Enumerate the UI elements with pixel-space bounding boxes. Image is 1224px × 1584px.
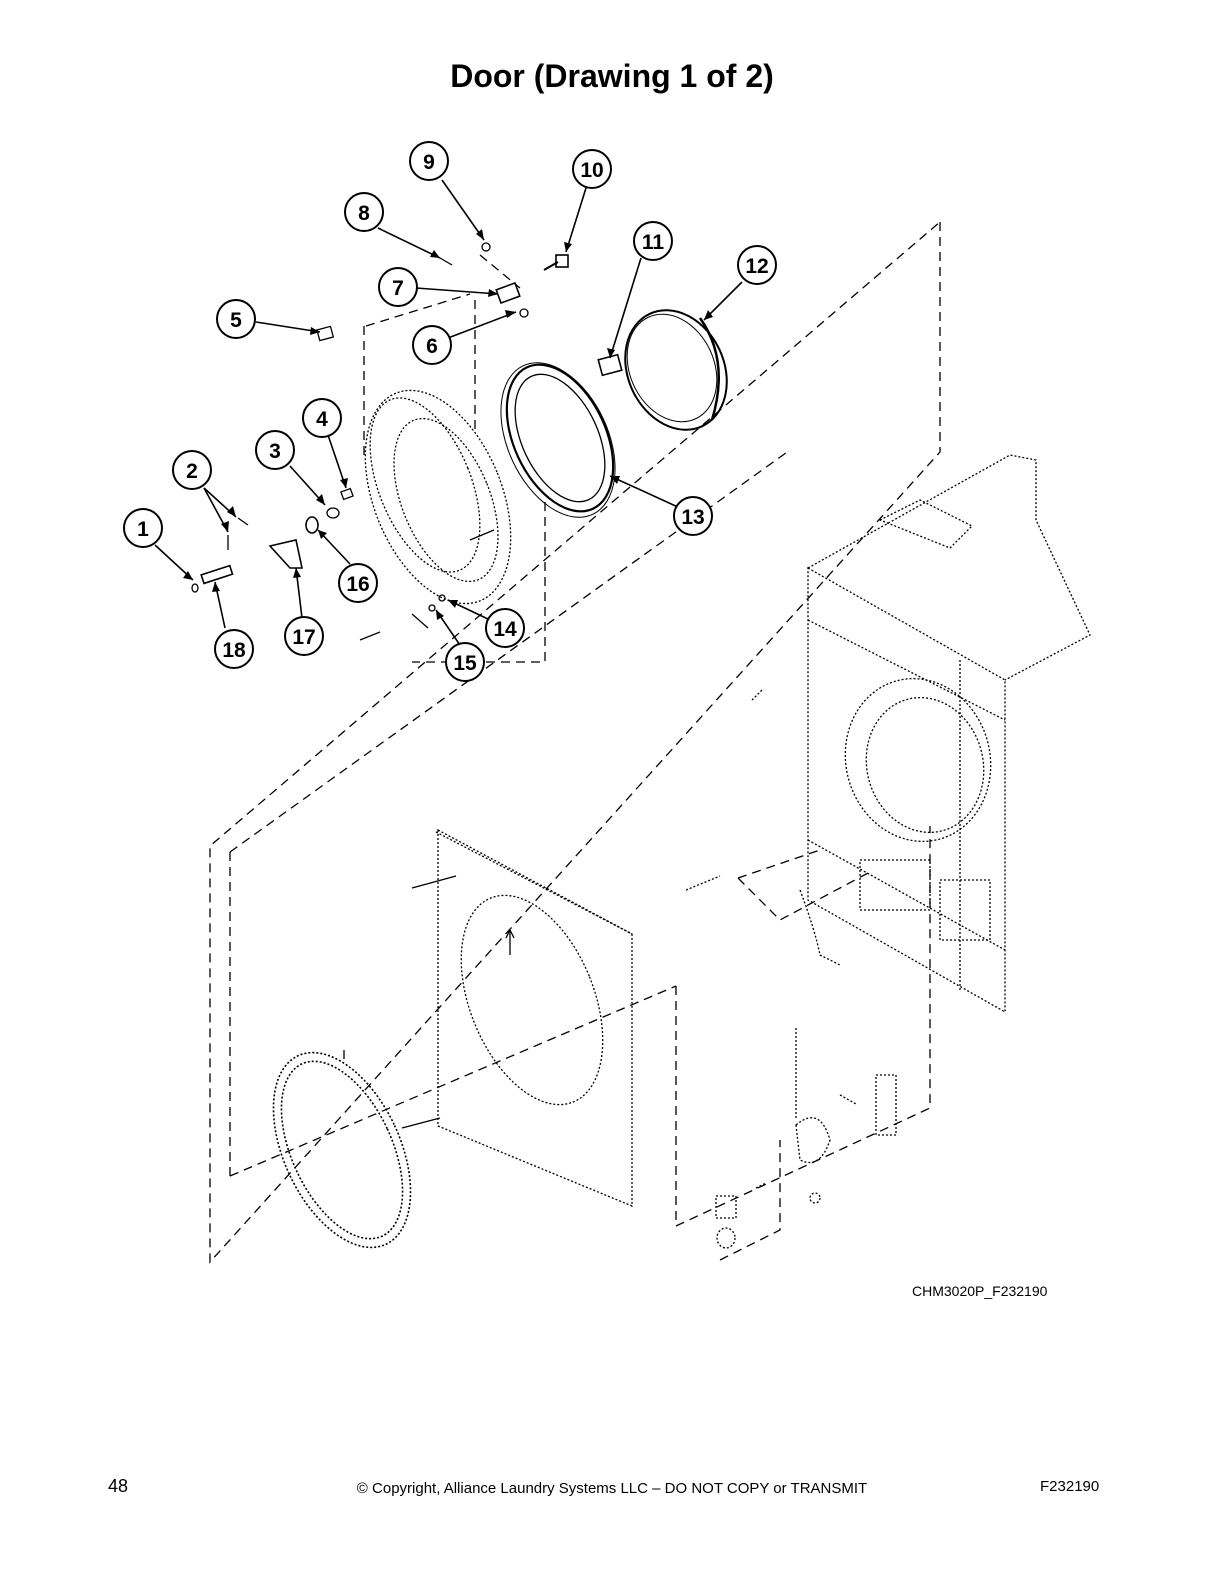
callout-9: 9 bbox=[409, 141, 449, 181]
callout-7: 7 bbox=[378, 267, 418, 307]
callout-4: 4 bbox=[302, 398, 342, 438]
dashed-assembly-outline bbox=[209, 221, 941, 1264]
callout-number: 5 bbox=[230, 309, 242, 332]
callout-16: 16 bbox=[338, 563, 378, 603]
callout-14: 14 bbox=[485, 608, 525, 648]
callout-15: 15 bbox=[445, 642, 485, 682]
callout-6: 6 bbox=[412, 325, 452, 365]
callout-number: 11 bbox=[642, 231, 665, 254]
callout-17: 17 bbox=[284, 616, 324, 656]
door-ring-part bbox=[364, 389, 512, 605]
callout-number: 3 bbox=[269, 440, 281, 463]
callout-number: 7 bbox=[392, 277, 404, 300]
callout-12: 12 bbox=[737, 245, 777, 285]
callout-number: 8 bbox=[358, 202, 370, 225]
door-gasket-part bbox=[500, 362, 616, 518]
cable-harness-part bbox=[685, 689, 841, 966]
callout-number: 16 bbox=[346, 573, 369, 596]
callout-11: 11 bbox=[633, 221, 673, 261]
callout-number: 15 bbox=[453, 652, 477, 675]
page-number: 48 bbox=[108, 1476, 129, 1496]
callout-3: 3 bbox=[255, 430, 295, 470]
callout-number: 1 bbox=[137, 518, 149, 541]
callout-18: 18 bbox=[214, 629, 254, 669]
front-panel-part bbox=[435, 828, 633, 1207]
callout-number: 9 bbox=[423, 151, 435, 174]
callout-number: 12 bbox=[745, 255, 768, 278]
hinge-hardware bbox=[191, 242, 623, 641]
callout-5: 5 bbox=[216, 299, 256, 339]
callout-number: 14 bbox=[493, 618, 517, 641]
door-glass-part bbox=[624, 309, 728, 431]
callout-number: 13 bbox=[681, 506, 704, 529]
page-title: Door (Drawing 1 of 2) bbox=[450, 58, 774, 94]
callout-1: 1 bbox=[123, 508, 163, 548]
callout-number: 2 bbox=[186, 460, 198, 483]
drawing-id: CHM3020P_F232190 bbox=[912, 1283, 1048, 1299]
latch-assembly-part bbox=[715, 1028, 897, 1249]
lower-ring-part bbox=[272, 1051, 412, 1249]
callout-2: 2 bbox=[172, 450, 212, 490]
document-id: F232190 bbox=[1040, 1478, 1100, 1495]
callout-number: 17 bbox=[292, 626, 315, 649]
callout-number: 4 bbox=[316, 408, 328, 431]
callout-8: 8 bbox=[344, 192, 384, 232]
callout-10: 10 bbox=[572, 149, 612, 189]
callout-number: 10 bbox=[580, 159, 603, 182]
callout-13: 13 bbox=[673, 496, 713, 536]
callout-number: 18 bbox=[222, 639, 246, 662]
copyright-notice: © Copyright, Alliance Laundry Systems LL… bbox=[356, 1480, 868, 1497]
machine-cabinet-part bbox=[807, 454, 1091, 1014]
leader-arrowheads bbox=[183, 229, 713, 620]
callout-number: 6 bbox=[426, 335, 438, 358]
